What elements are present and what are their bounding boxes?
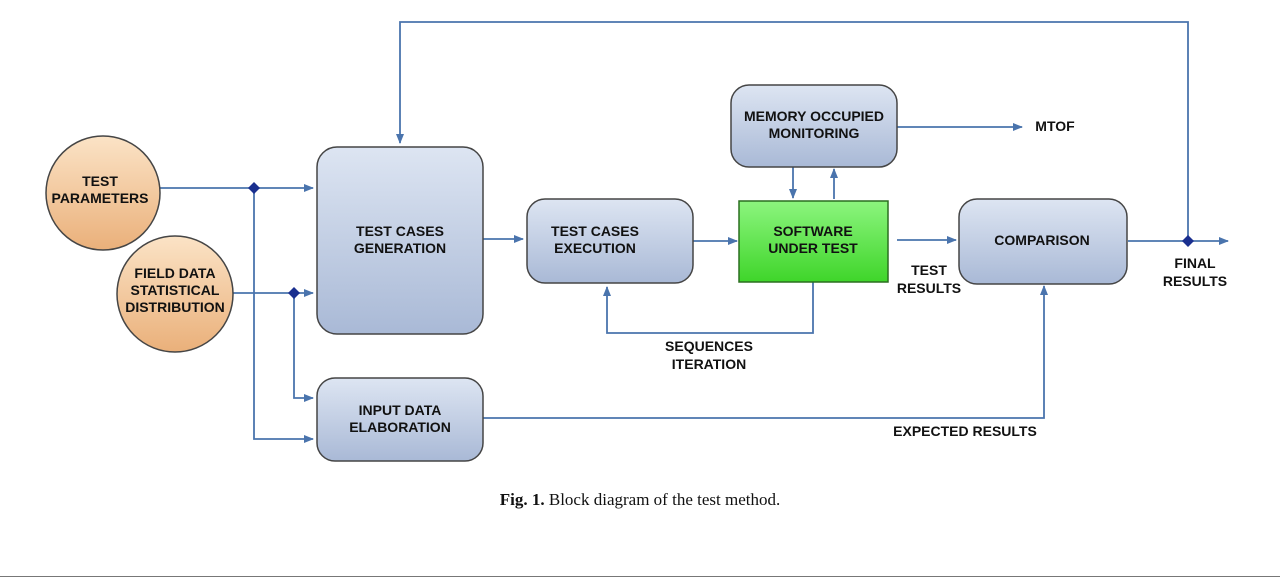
label-mtof: MTOF: [1035, 118, 1075, 134]
node-label: DISTRIBUTION: [125, 299, 225, 315]
junction-dot: [248, 182, 260, 194]
node-label: SOFTWARE: [773, 223, 852, 239]
connectors: [160, 21, 1229, 443]
svg-text:COMPARISON: COMPARISON: [994, 232, 1089, 248]
caption-prefix: Fig. 1.: [499, 490, 545, 509]
junction-dot: [1182, 235, 1194, 247]
junction-dot: [288, 287, 300, 299]
node-label: TEST CASES: [356, 223, 444, 239]
node-label: PARAMETERS: [52, 190, 149, 206]
node-label: MONITORING: [769, 125, 860, 141]
node-label: MEMORY OCCUPIED: [744, 108, 884, 124]
node-label: UNDER TEST: [768, 240, 858, 256]
node-label: ELABORATION: [349, 419, 451, 435]
node-label: STATISTICAL: [131, 282, 220, 298]
figure-caption: Fig. 1. Block diagram of the test method…: [0, 490, 1280, 510]
node-label: TEST: [82, 173, 118, 189]
node-label: FIELD DATA: [134, 265, 215, 281]
node-label: EXECUTION: [554, 240, 636, 256]
node-label: TEST CASES: [551, 223, 639, 239]
connector-feedback-loop: [396, 21, 1189, 241]
label-expected-results: EXPECTED RESULTS: [893, 423, 1037, 439]
connector-parameters-to-input-elaboration: [253, 188, 314, 443]
node-comparison: COMPARISON: [958, 198, 1128, 285]
junctions: [248, 182, 1194, 299]
connector-expected-results: [483, 285, 1048, 419]
node-label: COMPARISON: [994, 232, 1089, 248]
bottom-divider: [0, 576, 1280, 577]
connector-field-data-to-input-elaboration: [293, 293, 314, 402]
caption-text: Block diagram of the test method.: [544, 490, 781, 509]
node-label: INPUT DATA: [359, 402, 442, 418]
node-label: GENERATION: [354, 240, 446, 256]
connector-sequences-iteration-loop: [603, 282, 814, 334]
